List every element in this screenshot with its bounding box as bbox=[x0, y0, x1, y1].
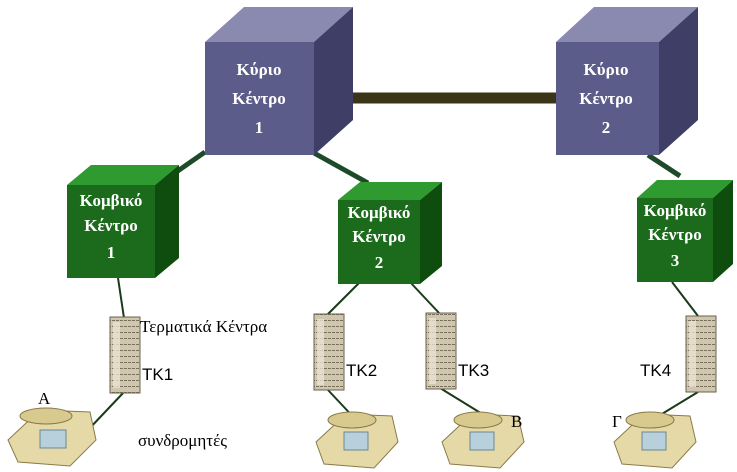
terminal-rack-tk1 bbox=[109, 316, 141, 394]
subscriber-g-label: Γ bbox=[612, 412, 622, 431]
subscriber-b-label: Β bbox=[511, 412, 522, 431]
main-center-1-line3: 1 bbox=[255, 118, 264, 137]
phone-g bbox=[613, 411, 697, 469]
cube-top bbox=[338, 182, 442, 200]
cube-top bbox=[205, 7, 353, 42]
cube-top bbox=[637, 180, 733, 198]
cube-front bbox=[205, 42, 314, 155]
cube-top bbox=[67, 165, 179, 185]
desk-telephone-icon bbox=[7, 407, 97, 467]
switch-center-1: Κομβικό Κέντρο 1 bbox=[67, 165, 179, 278]
tk3-label: ΤΚ3 bbox=[458, 361, 489, 380]
terminal-rack-tk3 bbox=[425, 312, 457, 390]
switch-center-3-line1: Κομβικό bbox=[644, 201, 707, 220]
main-center-1: Κύριο Κέντρο 1 bbox=[205, 7, 353, 155]
link-switch1-tk1 bbox=[117, 277, 125, 319]
switch-center-3-line3: 3 bbox=[671, 251, 680, 270]
main-center-2: Κύριο Κέντρο 2 bbox=[556, 7, 698, 155]
cube-front bbox=[637, 198, 713, 282]
cube-front bbox=[67, 185, 155, 278]
switch-center-1-line1: Κομβικό bbox=[80, 191, 143, 210]
main-center-1-line2: Κέντρο bbox=[232, 89, 286, 108]
switch-center-1-line3: 1 bbox=[107, 243, 116, 262]
cube-side bbox=[314, 7, 353, 155]
tk1-label: ΤΚ1 bbox=[142, 365, 173, 384]
link-switch2-tk3 bbox=[409, 281, 441, 315]
link-main2-switch3 bbox=[646, 152, 682, 179]
cube-top bbox=[556, 7, 698, 42]
switch-center-3-line2: Κέντρο bbox=[648, 225, 702, 244]
desk-telephone-icon bbox=[613, 411, 697, 469]
cube-front bbox=[556, 42, 659, 155]
desk-telephone-icon bbox=[441, 411, 525, 469]
main-center-1-line1: Κύριο bbox=[237, 60, 282, 79]
subscribers-label: συνδρομητές bbox=[138, 431, 227, 450]
tk2-label: ΤΚ2 bbox=[346, 361, 377, 380]
desk-telephone-icon bbox=[315, 411, 399, 469]
cube-side bbox=[155, 165, 179, 278]
cube-side bbox=[659, 7, 698, 155]
phone-middle bbox=[315, 411, 399, 469]
link-switch2-tk2 bbox=[325, 281, 361, 317]
switch-center-2-line3: 2 bbox=[375, 253, 384, 272]
tk4-label: ΤΚ4 bbox=[640, 361, 671, 380]
phone-b bbox=[441, 411, 525, 469]
switch-center-3: Κομβικό Κέντρο 3 bbox=[637, 180, 733, 282]
link-main1-switch2 bbox=[303, 145, 370, 186]
switch-center-2-line1: Κομβικό bbox=[348, 203, 411, 222]
switch-center-1-line2: Κέντρο bbox=[84, 216, 138, 235]
terminal-rack-tk2 bbox=[313, 313, 345, 391]
link-switch3-tk4 bbox=[671, 281, 699, 317]
switch-center-2: Κομβικό Κέντρο 2 bbox=[338, 182, 442, 284]
main-center-2-line1: Κύριο bbox=[584, 60, 629, 79]
cube-side bbox=[420, 182, 442, 284]
main-center-2-line2: Κέντρο bbox=[579, 89, 633, 108]
main-center-2-line3: 2 bbox=[602, 118, 611, 137]
connections bbox=[87, 92, 699, 431]
link-tk1-phoneA bbox=[87, 391, 125, 431]
cube-side bbox=[713, 180, 733, 282]
switch-center-2-line2: Κέντρο bbox=[352, 227, 406, 246]
cube-front bbox=[338, 200, 420, 284]
phone-a bbox=[7, 407, 97, 467]
terminal-rack-tk4 bbox=[685, 315, 717, 393]
subscriber-a-label: Α bbox=[38, 389, 51, 408]
terminal-centers-label: Τερματικά Κέντρα bbox=[140, 317, 267, 336]
